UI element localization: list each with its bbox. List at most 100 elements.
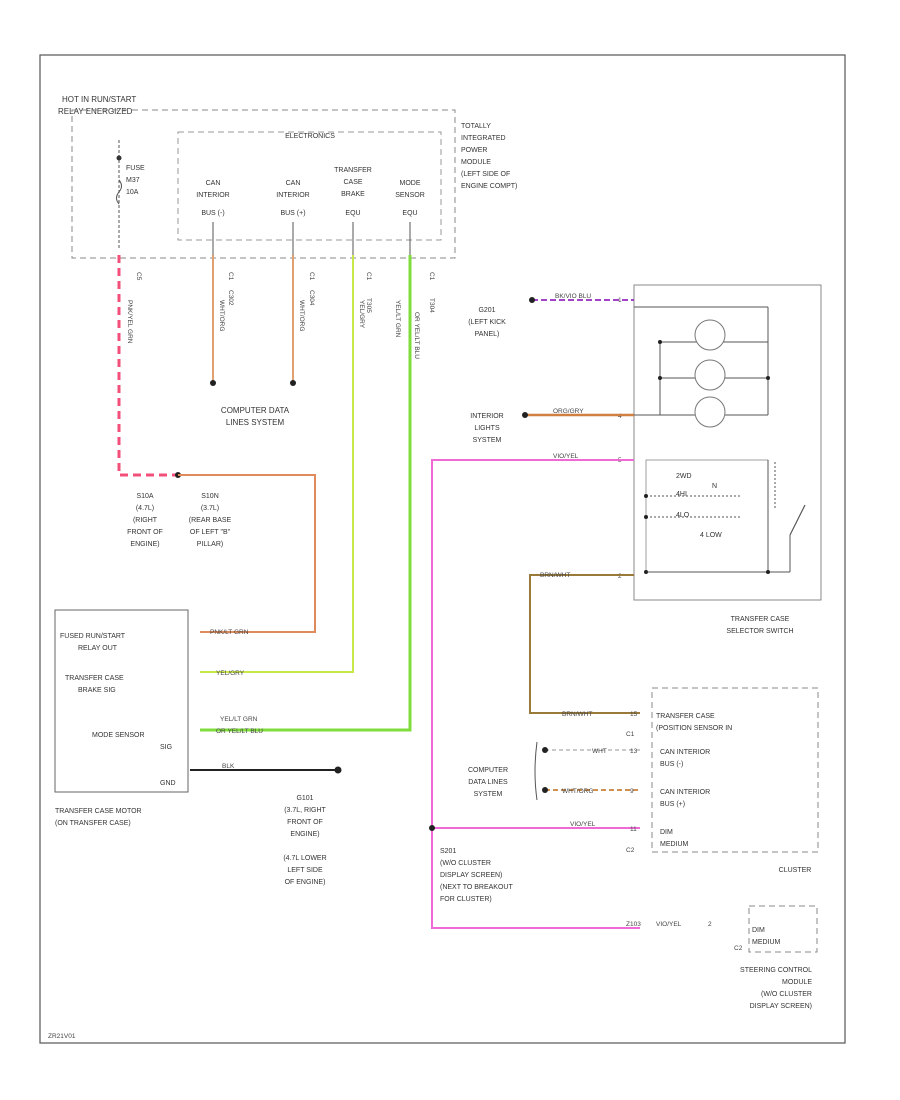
wire-wht: WHT bbox=[592, 748, 607, 755]
mode-label-1: MODE bbox=[400, 180, 421, 187]
s201-4: (NEXT TO BREAKOUT bbox=[440, 884, 513, 891]
circuit-t305: T305 bbox=[365, 298, 372, 313]
cdl-right-3: SYSTEM bbox=[474, 791, 503, 798]
wire-pnk-ylgrn: PNK/YEL GRN bbox=[126, 300, 133, 344]
wire-yel-gry: YEL/GRY bbox=[358, 300, 365, 329]
ground-5: (4.7L LOWER bbox=[283, 855, 326, 862]
cdl-right-1: COMPUTER bbox=[468, 767, 508, 774]
can-h-label-2: INTERIOR bbox=[276, 192, 309, 199]
motor-mode-1: MODE SENSOR bbox=[92, 732, 145, 739]
splice-a-3: (RIGHT bbox=[133, 517, 158, 524]
power-header-line1: HOT IN RUN/START bbox=[62, 95, 136, 104]
pin-c1-d: C1 bbox=[428, 272, 435, 281]
cluster-dim-1: DIM bbox=[660, 829, 673, 836]
g201-2: (LEFT KICK bbox=[468, 319, 506, 326]
brake-label-2: CASE bbox=[343, 179, 362, 186]
motor-mode-2: SIG bbox=[160, 744, 172, 751]
selector-pin-2: 2 bbox=[618, 573, 622, 580]
motor-gnd: GND bbox=[160, 780, 176, 787]
footer-code: ZR21V01 bbox=[48, 1033, 76, 1040]
splice-b-5: PILLAR) bbox=[197, 541, 223, 548]
wire-vio-yel-3: VIO/YEL bbox=[656, 921, 682, 928]
splice-b-3: (REAR BASE bbox=[189, 517, 232, 524]
s201-2: (W/O CLUSTER bbox=[440, 860, 491, 867]
motor-brake-2: BRAKE SIG bbox=[78, 687, 116, 694]
cluster-can-h-2: BUS (+) bbox=[660, 801, 685, 808]
fuse-label-3: 10A bbox=[126, 189, 139, 196]
selector-pin-1: 1 bbox=[618, 297, 622, 304]
pin-c1-a: C1 bbox=[227, 272, 234, 281]
scm-pin: 2 bbox=[708, 921, 712, 928]
s201-3: DISPLAY SCREEN) bbox=[440, 872, 502, 879]
wire-blk: BLK bbox=[222, 763, 235, 770]
cluster-conn-c1: C1 bbox=[626, 731, 635, 738]
interior-lights-3: SYSTEM bbox=[473, 437, 502, 444]
selector-name-1: TRANSFER CASE bbox=[731, 616, 790, 623]
circuit-c302: C302 bbox=[227, 290, 234, 306]
pin-c1-c: C1 bbox=[365, 272, 372, 281]
cluster-can-l-1: CAN INTERIOR bbox=[660, 749, 710, 756]
transfer-case-motor: FUSED RUN/START RELAY OUT TRANSFER CASE … bbox=[54, 609, 342, 886]
electronics-label: ELECTRONICS bbox=[285, 133, 335, 140]
selector-pin-4: 4 bbox=[618, 413, 622, 420]
mode-4hi: 4HI bbox=[676, 491, 687, 498]
ground-3: FRONT OF bbox=[287, 819, 323, 826]
brake-label-4: EQU bbox=[345, 210, 360, 217]
cdl-top-2: LINES SYSTEM bbox=[226, 418, 285, 427]
ground-6: LEFT SIDE bbox=[287, 867, 323, 874]
splice-a-4: FRONT OF bbox=[127, 529, 163, 536]
scm-conn: C2 bbox=[734, 945, 743, 952]
wire-brn-wht-1: BRN/WHT bbox=[540, 572, 570, 579]
splice-a-5: ENGINE) bbox=[130, 541, 159, 548]
wire-fused-grn: PNK/LT GRN bbox=[210, 629, 249, 636]
ground-2: (3.7L, RIGHT bbox=[284, 807, 326, 814]
cluster-can-l-2: BUS (-) bbox=[660, 761, 683, 768]
splice-b-1: S10N bbox=[201, 493, 219, 500]
cluster: TRANSFER CASE (POSITION SENSOR IN CAN IN… bbox=[626, 687, 819, 874]
motor-name-2: (ON TRANSFER CASE) bbox=[55, 820, 131, 827]
wire-dk-yel: OR YEL/LT BLU bbox=[413, 312, 420, 359]
selector-name-2: SELECTOR SWITCH bbox=[726, 628, 793, 635]
wire-wht-org-2: WHT/ORG bbox=[298, 300, 305, 331]
wire-brn-wht-2: BRN/WHT bbox=[562, 711, 592, 718]
cluster-dim-2: MEDIUM bbox=[660, 841, 689, 848]
wire-dk-yel-2: OR YEL/LT BLU bbox=[216, 728, 263, 735]
tipm-name-6: ENGINE COMPT) bbox=[461, 183, 517, 190]
ground-4: ENGINE) bbox=[290, 831, 319, 838]
motor-name-1: TRANSFER CASE MOTOR bbox=[55, 808, 142, 815]
splice-left-labels: S10A (4.7L) (RIGHT FRONT OF ENGINE) S10N… bbox=[127, 493, 231, 548]
diagram-frame bbox=[39, 54, 846, 1044]
motor-fused-1: FUSED RUN/START bbox=[60, 633, 126, 640]
motor-brake-1: TRANSFER CASE bbox=[65, 675, 124, 682]
g201-1: G201 bbox=[478, 307, 495, 314]
wire-brn-gry: ORG/GRY bbox=[553, 408, 584, 415]
cluster-pos-1: TRANSFER CASE bbox=[656, 713, 715, 720]
cluster-pos-2: (POSITION SENSOR IN bbox=[656, 725, 732, 732]
s201-1: S201 bbox=[440, 848, 456, 855]
cluster-name: CLUSTER bbox=[779, 867, 812, 874]
cluster-pin-9: 9 bbox=[630, 788, 634, 795]
wires-right: BK/VIO BLU G201 (LEFT KICK PANEL) ORG/GR… bbox=[429, 293, 682, 929]
fuse-label-2: M37 bbox=[126, 177, 140, 184]
power-header-line2: RELAY ENERGIZED bbox=[58, 107, 133, 116]
tipm-name-1: TOTALLY bbox=[461, 123, 491, 130]
wire-yel-dk-grn: YEL/LT GRN bbox=[394, 300, 401, 338]
cluster-pin-11: 11 bbox=[630, 826, 637, 833]
cdl-right-2: DATA LINES bbox=[468, 779, 508, 786]
wire-yel-dk-2: YEL/LT GRN bbox=[220, 716, 258, 723]
circuit-c304: C304 bbox=[308, 290, 315, 306]
wire-vio-yel-2: VIO/YEL bbox=[570, 821, 596, 828]
wire-violet-bl: BK/VIO BLU bbox=[555, 293, 591, 300]
fuse-label-1: FUSE bbox=[126, 165, 145, 172]
splice-a-2: (4.7L) bbox=[136, 505, 154, 512]
steering-control-module: DIM MEDIUM C2 2 STEERING CONTROL MODULE … bbox=[708, 905, 818, 1010]
scm-dim-2: MEDIUM bbox=[752, 939, 781, 946]
mode-2wd: 2WD bbox=[676, 473, 692, 480]
mode-label-3: EQU bbox=[402, 210, 417, 217]
pin-c5: C5 bbox=[135, 272, 142, 281]
transfer-case-selector-switch: 2WD 4HI 4LO N 4 LOW 1 4 5 2 TRANSFER CAS… bbox=[618, 284, 822, 635]
can-l-label-2: INTERIOR bbox=[196, 192, 229, 199]
tipm-name-2: INTEGRATED bbox=[461, 135, 506, 142]
mode-4lo: 4LO bbox=[676, 512, 690, 519]
